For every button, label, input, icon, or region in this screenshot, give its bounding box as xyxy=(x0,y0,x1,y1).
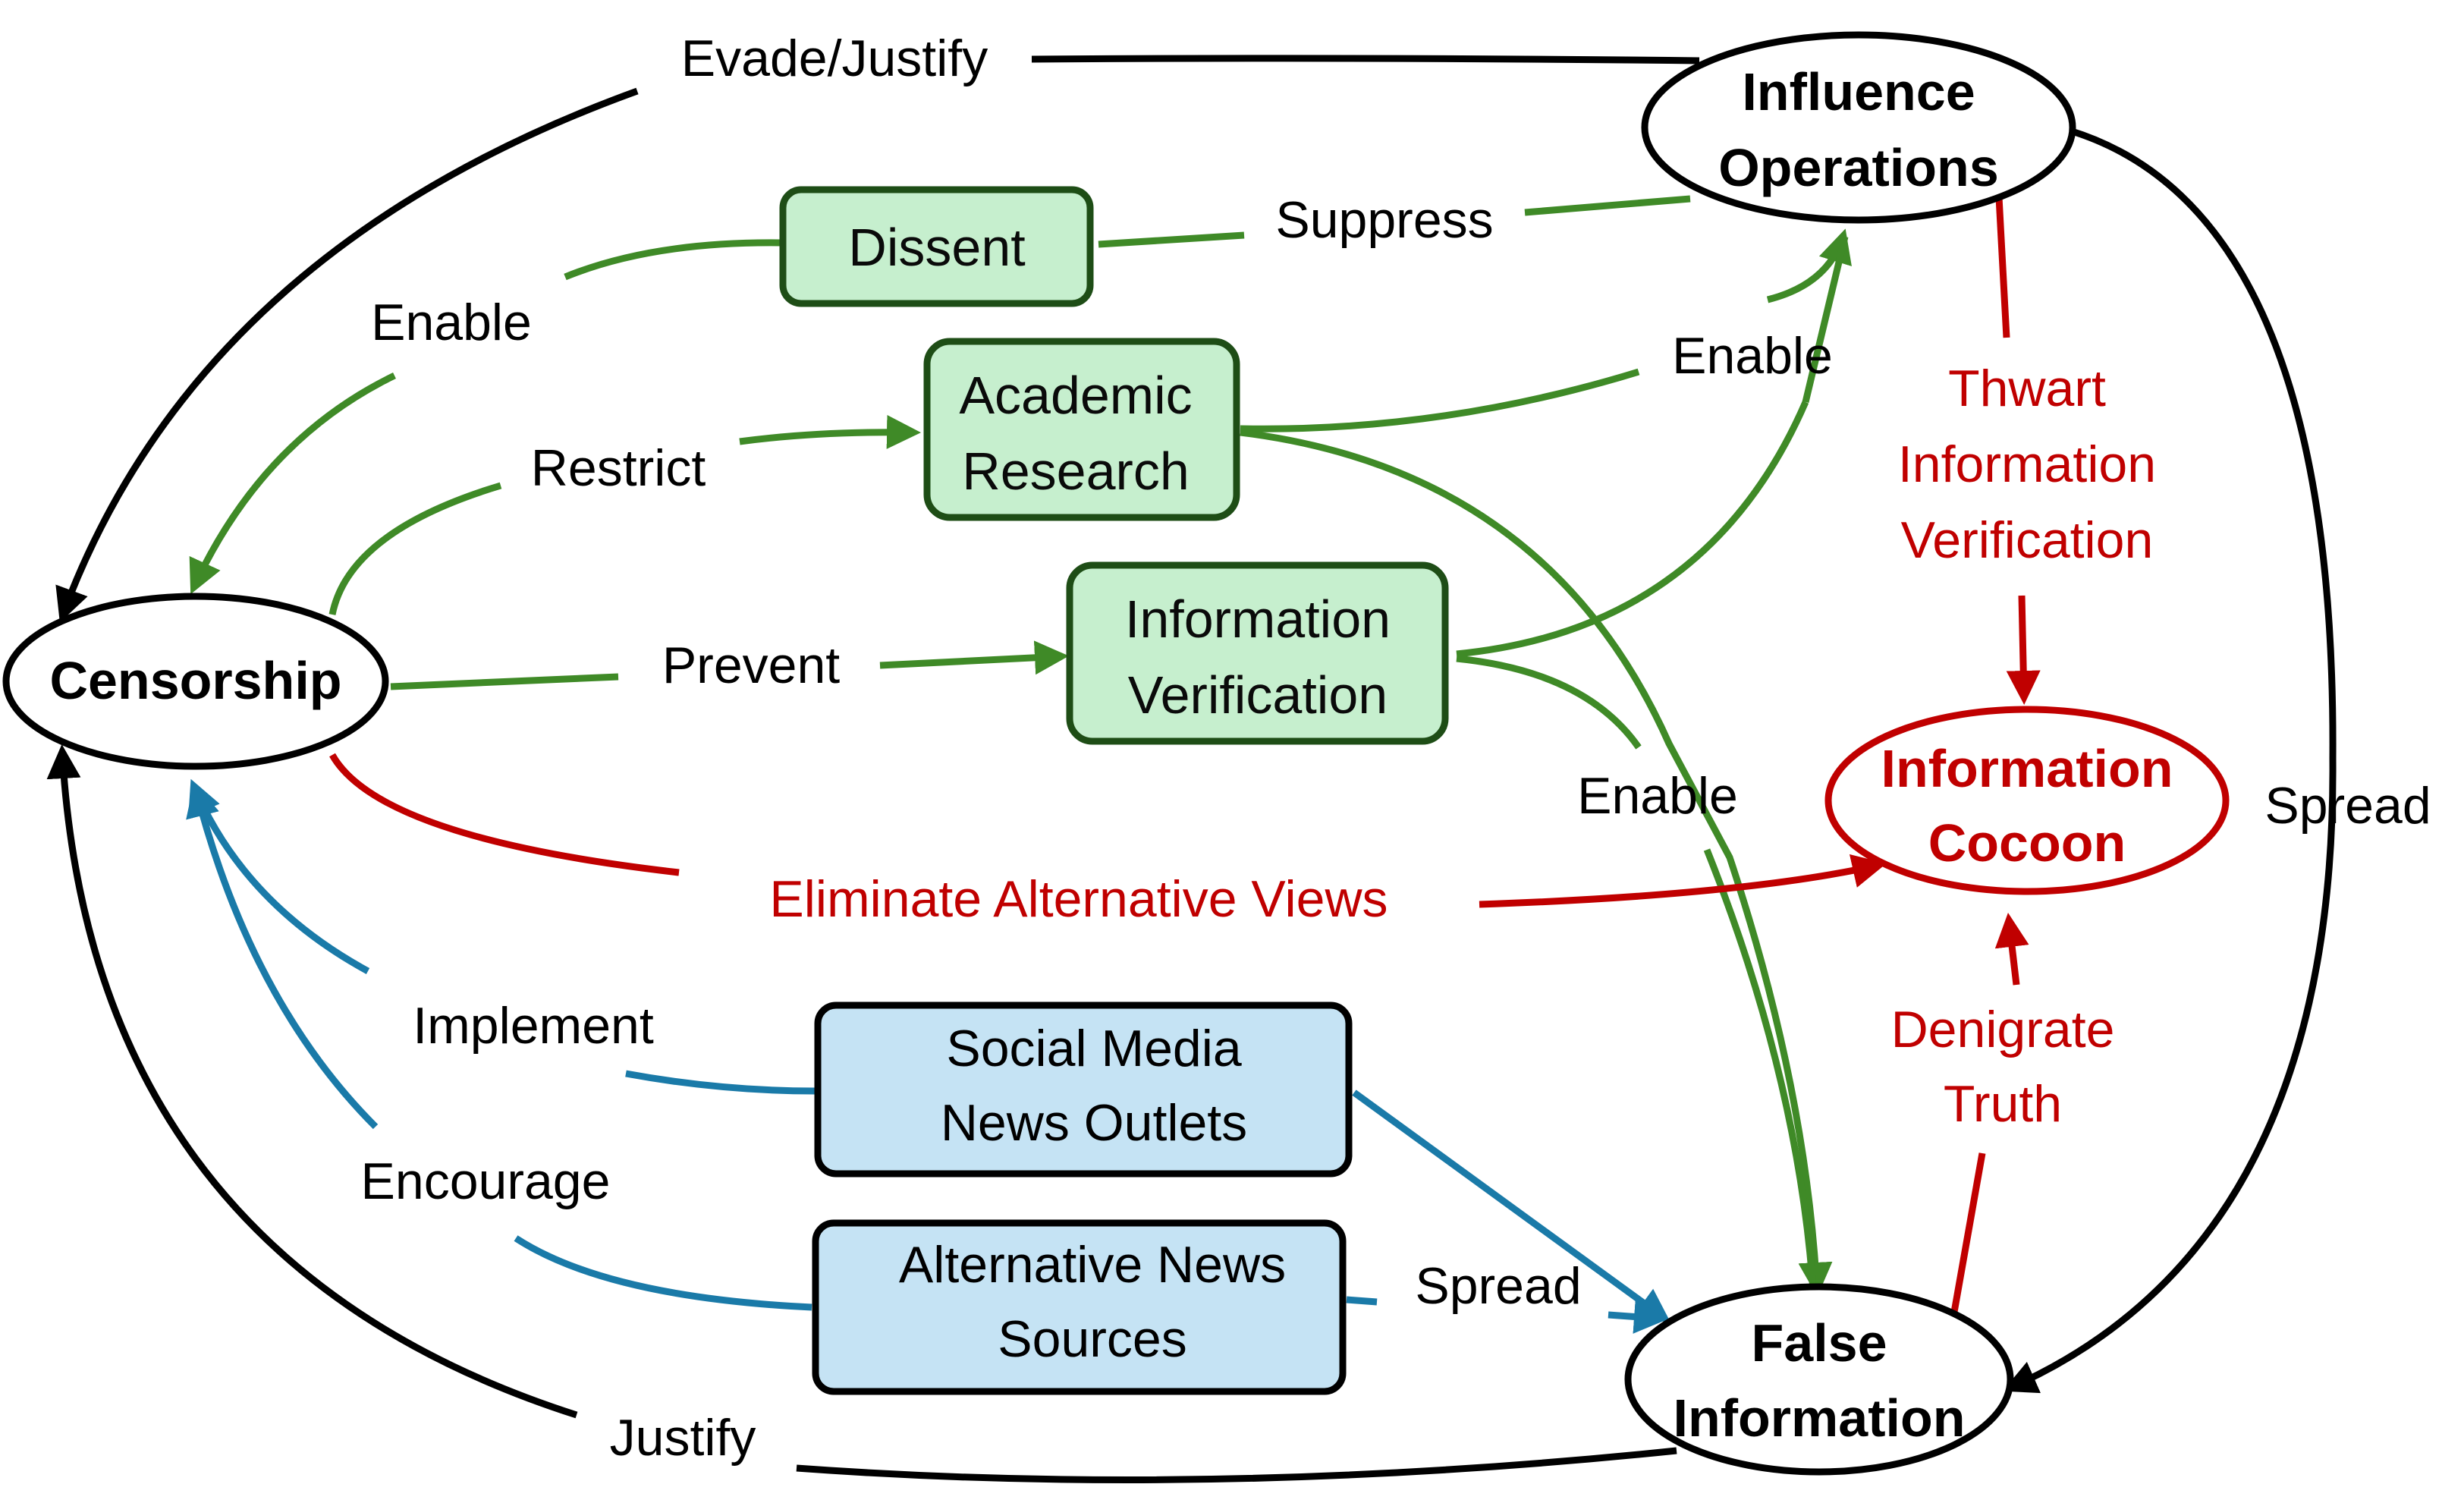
edge-spread-alt-b xyxy=(1608,1299,1668,1334)
social-media-label-1: Social Media xyxy=(946,1020,1241,1077)
influence-operations-label-1: Influence xyxy=(1742,62,1975,121)
label-thwart-1: Thwart xyxy=(1948,360,2106,417)
label-denigrate-2: Truth xyxy=(1944,1075,2062,1133)
edge-encourage-b xyxy=(186,782,379,1130)
edge-spread-right xyxy=(2002,127,2337,1394)
label-spread-right: Spread xyxy=(2264,777,2431,835)
edge-evade-justify-right xyxy=(1031,55,1700,64)
edge-enable-verification-b xyxy=(1802,235,1849,404)
label-denigrate-1: Denigrate xyxy=(1891,1001,2115,1058)
edge-spread-alt-a xyxy=(1346,1296,1378,1306)
label-implement: Implement xyxy=(413,997,654,1055)
label-evade-justify: Evade/Justify xyxy=(681,30,988,87)
edge-justify-left xyxy=(46,744,578,1419)
node-social-media: Social Media News Outlets xyxy=(814,1001,1353,1178)
academic-research-label-1: Academic xyxy=(959,366,1192,425)
edge-enable-research-a xyxy=(1240,368,1640,432)
information-cocoon-label-1: Information xyxy=(1881,739,2173,798)
label-prevent: Prevent xyxy=(662,637,840,694)
edge-enable-verification-a xyxy=(1456,401,1809,658)
edge-justify-right xyxy=(796,1447,1677,1484)
edge-suppress-a xyxy=(1098,231,1245,248)
edge-restrict-a xyxy=(328,482,502,615)
edge-encourage-a xyxy=(514,1235,812,1311)
edge-research-false-info xyxy=(1240,429,1833,1297)
edge-eliminate-b xyxy=(1479,854,1887,908)
social-media-label-2: News Outlets xyxy=(941,1094,1247,1152)
edge-verification-false-info xyxy=(1456,655,1817,1291)
edge-evade-justify-left xyxy=(55,87,639,623)
node-dissent: Dissent xyxy=(779,186,1094,307)
alternative-news-label-1: Alternative News xyxy=(899,1236,1286,1294)
false-information-label-2: Information xyxy=(1674,1388,1966,1448)
label-encourage: Encourage xyxy=(361,1152,611,1210)
edge-denigrate-a xyxy=(1994,913,2029,986)
label-thwart-3: Verification xyxy=(1901,511,2154,569)
edge-prevent-a xyxy=(390,673,619,690)
node-censorship: Censorship xyxy=(2,593,389,770)
edge-enable-dissent-b xyxy=(189,372,396,595)
information-verification-label-2: Verification xyxy=(1128,665,1388,725)
node-influence-operations: Influence Operations xyxy=(1641,31,2076,224)
label-spread-alt: Spread xyxy=(1415,1257,1581,1315)
label-enable-dissent: Enable xyxy=(371,294,532,351)
label-eliminate: Eliminate Alternative Views xyxy=(769,870,1388,928)
node-alternative-news: Alternative News Sources xyxy=(812,1219,1347,1395)
node-information-cocoon: Information Cocoon xyxy=(1824,706,2230,895)
false-information-label-1: False xyxy=(1752,1313,1887,1373)
edge-eliminate-a xyxy=(329,753,680,876)
label-restrict: Restrict xyxy=(531,439,706,497)
node-false-information: False Information xyxy=(1624,1283,2014,1476)
edge-denigrate-b xyxy=(1950,1152,1986,1317)
academic-research-label-2: Research xyxy=(962,442,1190,501)
alternative-news-label-2: Sources xyxy=(998,1310,1186,1368)
dissent-label: Dissent xyxy=(848,218,1025,277)
label-enable-research: Enable xyxy=(1672,327,1833,385)
information-cocoon-label-2: Cocoon xyxy=(1928,813,2126,873)
edge-social-false-info xyxy=(1352,1090,1671,1323)
edge-restrict-b xyxy=(739,414,921,449)
influence-operations-label-2: Operations xyxy=(1718,138,1999,197)
edge-enable-dissent-a xyxy=(564,239,782,281)
label-enable-verification: Enable xyxy=(1577,767,1738,825)
node-academic-research: Academic Research xyxy=(923,338,1240,521)
node-information-verification: Information Verification xyxy=(1066,561,1449,745)
edge-suppress-b xyxy=(1524,195,1691,216)
edge-implement-a xyxy=(625,1070,816,1095)
edge-thwart-b xyxy=(2006,595,2041,705)
edge-prevent-b xyxy=(879,640,1069,675)
label-justify: Justify xyxy=(610,1409,756,1467)
label-suppress: Suppress xyxy=(1275,191,1493,249)
information-verification-label-1: Information xyxy=(1125,590,1391,649)
label-thwart-2: Information xyxy=(1898,435,2156,493)
edge-thwart-a xyxy=(1995,197,2010,338)
censorship-label: Censorship xyxy=(49,651,341,710)
